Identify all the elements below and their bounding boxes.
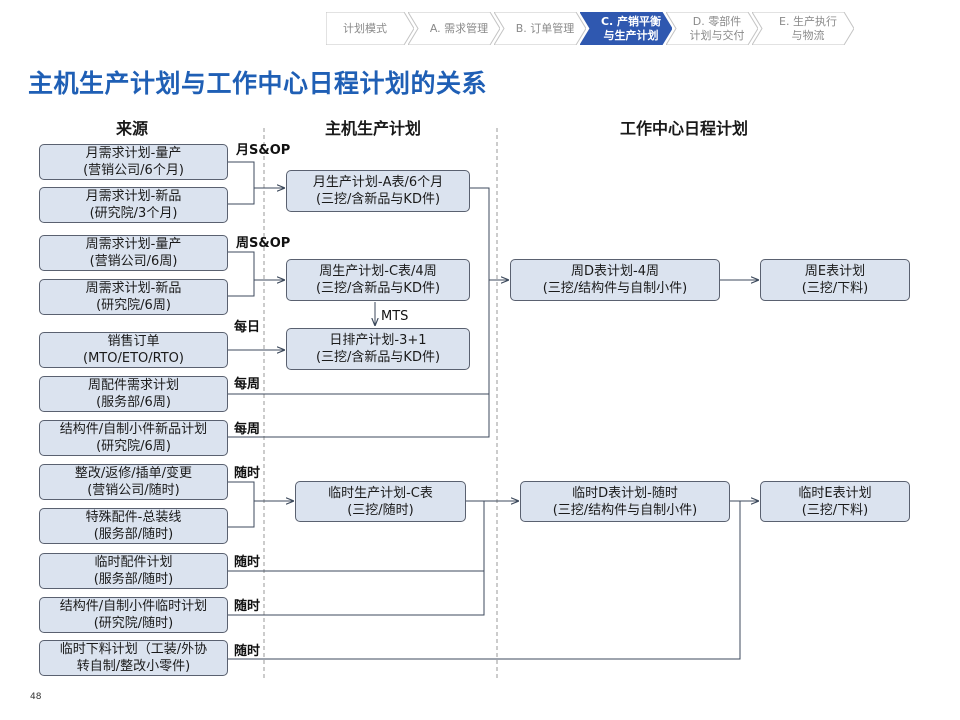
source-monthly-new[interactable]: 月需求计划-新品(研究院/3个月) (39, 187, 228, 223)
master-weekly-plan[interactable]: 周生产计划-C表/4周(三挖/含新品与KD件) (286, 259, 470, 301)
source-weekly-new[interactable]: 周需求计划-新品(研究院/6周) (39, 279, 228, 315)
source-structure-temp[interactable]: 结构件/自制小件临时计划(研究院/随时) (39, 597, 228, 633)
source-temp-parts[interactable]: 临时配件计划(服务部/随时) (39, 553, 228, 589)
breadcrumb-item-parts[interactable]: D. 零部件 计划与交付 (666, 12, 758, 45)
breadcrumb: 计划模式 A. 需求管理 B. 订单管理 C. 产销平衡 与生产计划 D. 零部… (326, 12, 856, 45)
master-daily-plan[interactable]: 日排产计划-3+1(三挖/含新品与KD件) (286, 328, 470, 370)
label-anytime-rework: 随时 (234, 466, 261, 481)
page-number: 48 (30, 692, 42, 702)
label-daily: 每日 (234, 320, 261, 335)
breadcrumb-label: E. 生产执行 与物流 (779, 14, 837, 42)
workcenter-weekly-d[interactable]: 周D表计划-4周(三挖/结构件与自制小件) (510, 259, 720, 301)
source-temp-cutting[interactable]: 临时下料计划（工装/外协转自制/整改小零件) (39, 640, 228, 676)
source-weekly-parts[interactable]: 周配件需求计划(服务部/6周) (39, 376, 228, 412)
label-monthly-sop: 月S&OP (236, 143, 291, 158)
breadcrumb-item-mode[interactable]: 计划模式 (326, 12, 414, 45)
source-rework-change[interactable]: 整改/返修/插单/变更(营销公司/随时) (39, 464, 228, 500)
column-header-workcenter: 工作中心日程计划 (620, 119, 749, 138)
breadcrumb-item-order[interactable]: B. 订单管理 (494, 12, 586, 45)
source-monthly-mass[interactable]: 月需求计划-量产(营销公司/6个月) (39, 144, 228, 180)
breadcrumb-label: D. 零部件 计划与交付 (689, 14, 745, 42)
source-sales-order[interactable]: 销售订单(MTO/ETO/RTO) (39, 332, 228, 368)
breadcrumb-label: B. 订单管理 (515, 21, 575, 35)
workcenter-temp-e[interactable]: 临时E表计划(三挖/下料) (760, 481, 910, 522)
label-anytime-parts: 随时 (234, 555, 261, 570)
column-header-master: 主机生产计划 (325, 119, 422, 138)
workcenter-temp-d[interactable]: 临时D表计划-随时(三挖/结构件与自制小件) (520, 481, 730, 522)
page-title: 主机生产计划与工作中心日程计划的关系 (28, 69, 488, 98)
breadcrumb-item-execution[interactable]: E. 生产执行 与物流 (752, 12, 854, 45)
label-weekly-sop: 周S&OP (236, 236, 291, 251)
breadcrumb-label: A. 需求管理 (429, 21, 489, 35)
column-header-source: 来源 (116, 119, 149, 138)
source-weekly-mass[interactable]: 周需求计划-量产(营销公司/6周) (39, 235, 228, 271)
breadcrumb-item-production[interactable]: C. 产销平衡 与生产计划 (580, 12, 672, 45)
master-monthly-plan[interactable]: 月生产计划-A表/6个月(三挖/含新品与KD件) (286, 170, 470, 212)
label-anytime-structure: 随时 (234, 599, 261, 614)
label-weekly-parts: 每周 (234, 377, 261, 392)
master-temp-plan[interactable]: 临时生产计划-C表(三挖/随时) (295, 481, 466, 522)
breadcrumb-label: 计划模式 (343, 21, 387, 35)
breadcrumb-item-demand[interactable]: A. 需求管理 (408, 12, 500, 45)
workcenter-weekly-e[interactable]: 周E表计划(三挖/下料) (760, 259, 910, 301)
breadcrumb-label: C. 产销平衡 与生产计划 (600, 14, 662, 42)
label-mts: MTS (381, 309, 409, 324)
source-structure-new[interactable]: 结构件/自制小件新品计划(研究院/6周) (39, 420, 228, 456)
label-weekly-structure: 每周 (234, 422, 261, 437)
label-anytime-cutting: 随时 (234, 644, 261, 659)
source-special-parts[interactable]: 特殊配件-总装线(服务部/随时) (39, 508, 228, 544)
